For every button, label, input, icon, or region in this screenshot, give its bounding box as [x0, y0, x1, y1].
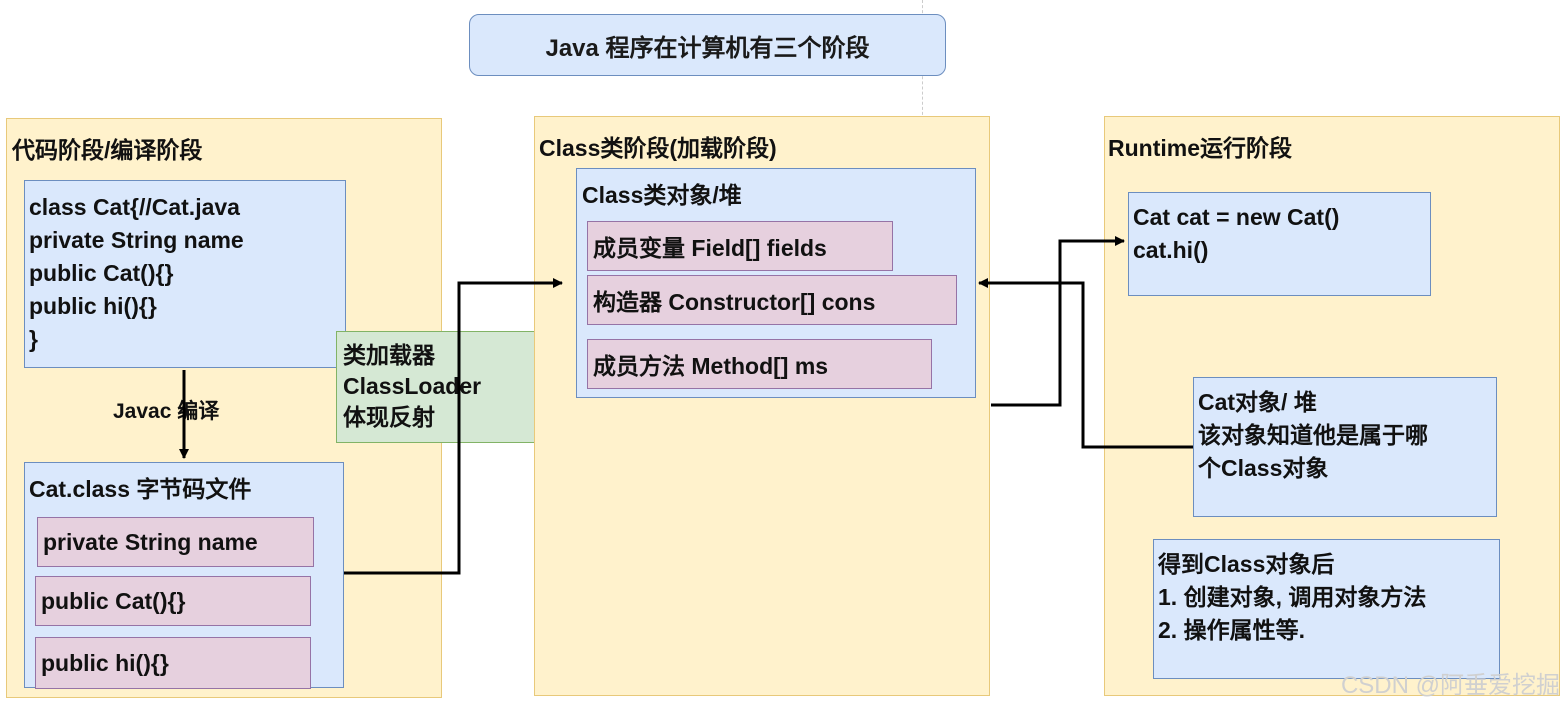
class-object-title: Class类对象/堆: [582, 182, 742, 208]
after-class-line: 2. 操作属性等.: [1158, 617, 1305, 643]
runtime-stage-title: Runtime运行阶段: [1108, 135, 1292, 161]
load-class-arrow: [344, 278, 563, 575]
after-class-line: 得到Class对象后: [1158, 551, 1335, 577]
cat-object-line: Cat对象/ 堆: [1198, 389, 1317, 415]
source-line: public Cat(){}: [29, 260, 174, 286]
code-stage-title: 代码阶段/编译阶段: [12, 137, 203, 163]
source-line: class Cat{//Cat.java: [29, 194, 240, 220]
cat-object-line: 个Class对象: [1198, 455, 1329, 481]
after-class-line: 1. 创建对象, 调用对象方法: [1158, 584, 1427, 610]
class-file-title: Cat.class 字节码文件: [29, 476, 252, 502]
instantiate-arrow: [991, 236, 1125, 407]
fields-item: 成员变量 Field[] fields: [587, 221, 893, 271]
watermark: CSDN @阿垂爱挖掘: [1340, 672, 1560, 699]
methods-item: 成员方法 Method[] ms: [587, 339, 932, 389]
class-file-box: Cat.class 字节码文件 private String name publ…: [24, 462, 344, 689]
classloader-line: 体现反射: [343, 404, 435, 430]
classloader-line: 类加载器: [343, 342, 435, 368]
source-line: private String name: [29, 227, 244, 253]
constructors-item: 构造器 Constructor[] cons: [587, 275, 957, 325]
runtime-code-line: cat.hi(): [1133, 237, 1209, 263]
cat-object-box: Cat对象/ 堆 该对象知道他是属于哪 个Class对象: [1193, 377, 1497, 517]
class-object-box: Class类对象/堆 成员变量 Field[] fields 构造器 Const…: [576, 168, 976, 398]
diagram-title: Java 程序在计算机有三个阶段: [469, 14, 946, 76]
runtime-code-line: Cat cat = new Cat(): [1133, 204, 1340, 230]
class-stage-title: Class类阶段(加载阶段): [539, 135, 777, 161]
source-line: public hi(){}: [29, 293, 157, 319]
class-file-field: private String name: [37, 517, 314, 567]
after-class-object-box: 得到Class对象后 1. 创建对象, 调用对象方法 2. 操作属性等.: [1153, 539, 1500, 679]
object-to-class-arrow: [978, 278, 1193, 449]
class-file-method: public hi(){}: [35, 637, 311, 689]
class-file-constructor: public Cat(){}: [35, 576, 311, 626]
compile-label: Javac 编译: [113, 400, 220, 423]
source-line: }: [29, 326, 38, 352]
source-code-box: class Cat{//Cat.java private String name…: [24, 180, 346, 368]
runtime-code-box: Cat cat = new Cat() cat.hi(): [1128, 192, 1431, 296]
cat-object-line: 该对象知道他是属于哪: [1198, 422, 1428, 448]
